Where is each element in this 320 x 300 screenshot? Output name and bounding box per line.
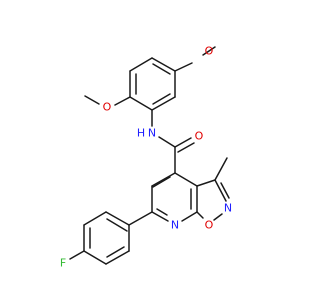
bond xyxy=(114,96,131,106)
bond xyxy=(83,211,107,226)
bond xyxy=(174,172,198,187)
atom-isoxazole-o: O xyxy=(205,219,214,232)
bond xyxy=(128,211,153,226)
bond xyxy=(84,95,100,105)
atom-amide-nh: N H xyxy=(137,127,156,140)
bond xyxy=(174,62,193,72)
bond xyxy=(202,46,216,56)
molecule-canvas: O O N H O N N O F xyxy=(59,44,233,270)
bond xyxy=(196,211,204,219)
oxygen-label: O xyxy=(205,219,214,232)
bond xyxy=(151,172,176,187)
bond xyxy=(214,179,227,202)
atom-carbonyl-o: O xyxy=(195,130,204,143)
bond xyxy=(151,57,176,72)
atom-isoxazole-n: N xyxy=(224,202,232,215)
bonds xyxy=(69,46,230,265)
bond xyxy=(213,213,223,221)
bond xyxy=(220,182,230,199)
bond xyxy=(214,157,228,181)
bond xyxy=(105,211,130,226)
bond xyxy=(106,218,128,232)
bond xyxy=(129,96,153,111)
oxygen-label: O xyxy=(103,101,112,114)
bond xyxy=(196,179,216,187)
structure-diagram: O O N H O N N O F xyxy=(60,45,232,270)
atom-fluorine: F xyxy=(60,257,66,270)
atom-o-methoxy-top: O xyxy=(205,45,214,58)
bond xyxy=(105,250,130,265)
atom-labels: O O N H O N N O F xyxy=(60,45,232,270)
bond xyxy=(151,211,169,222)
fluorine-label: F xyxy=(60,257,66,270)
bond xyxy=(106,246,125,258)
bond xyxy=(152,93,171,105)
oxygen-label: O xyxy=(205,45,214,58)
nitrogen-label: N xyxy=(224,202,232,215)
nitrogen-label: N xyxy=(171,219,179,232)
hydrogen-label: H xyxy=(137,127,145,140)
bond xyxy=(152,63,171,75)
bond xyxy=(69,250,85,260)
bond xyxy=(174,137,192,148)
oxygen-label: O xyxy=(195,130,204,143)
bond xyxy=(158,136,176,148)
bond xyxy=(129,57,153,72)
bond xyxy=(177,142,195,153)
bond xyxy=(181,211,198,222)
bond xyxy=(156,208,168,216)
bond xyxy=(152,176,171,188)
atom-pyridine-n: N xyxy=(171,219,179,232)
atom-o-methoxy-left: O xyxy=(103,101,112,114)
bond xyxy=(83,250,107,265)
bond xyxy=(151,96,176,111)
nitrogen-label: N xyxy=(148,127,156,140)
